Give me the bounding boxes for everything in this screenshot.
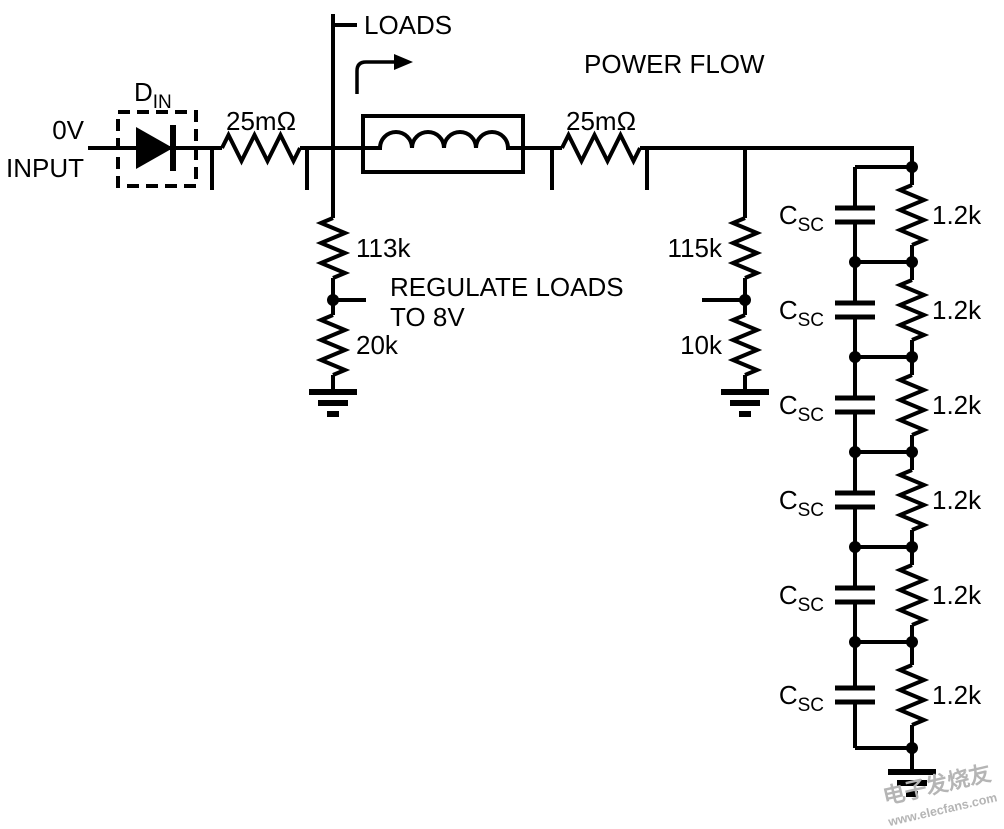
junction-dot <box>906 636 918 648</box>
supercap-ladder: CSC CSC CSC CSC CSC CSC 1.2k 1.2k 1.2k 1… <box>779 161 982 797</box>
resistor-icon <box>894 373 930 437</box>
ground-icon <box>888 769 936 797</box>
ground-icon <box>721 389 769 417</box>
ladder-resistor-value: 1.2k <box>932 390 982 420</box>
power-flow-label: POWER FLOW <box>584 49 765 79</box>
power-flow-arrow <box>355 60 396 94</box>
inductor-box <box>361 114 525 174</box>
input-label: INPUT <box>6 153 84 183</box>
junction-dot <box>906 541 918 553</box>
sense-resistor-1-value: 25mΩ <box>226 106 296 136</box>
capacitor-icon <box>835 490 875 510</box>
junction-dot <box>849 541 861 553</box>
cap-label: CSC <box>779 390 824 426</box>
divider1-bottom-value: 20k <box>356 330 399 360</box>
inductor-icon <box>363 130 523 150</box>
resistor-icon <box>315 313 351 377</box>
junction-dot <box>906 256 918 268</box>
capacitor-icon <box>835 205 875 225</box>
diode-dashed-box <box>116 110 198 188</box>
diode-icon <box>136 125 176 171</box>
resistor-icon <box>315 216 351 280</box>
ladder-resistor-value: 1.2k <box>932 295 982 325</box>
junction-dot <box>906 446 918 458</box>
junction-dot <box>849 636 861 648</box>
junction-dot <box>849 256 861 268</box>
input-voltage-label: 0V <box>52 115 84 145</box>
cap-label: CSC <box>779 295 824 331</box>
inductor <box>361 114 525 174</box>
cap-label: CSC <box>779 680 824 716</box>
ladder-resistor-value: 1.2k <box>932 680 982 710</box>
capacitor-icon <box>835 685 875 705</box>
cap-label: CSC <box>779 485 824 521</box>
capacitor-icon <box>835 300 875 320</box>
divider2-bottom-value: 10k <box>680 330 723 360</box>
junction-dot <box>849 446 861 458</box>
sense-resistor-1: 25mΩ <box>220 106 302 166</box>
ladder-resistor-value: 1.2k <box>932 200 982 230</box>
cap-label: CSC <box>779 580 824 616</box>
junction-dot <box>906 161 918 173</box>
resistor-icon <box>894 278 930 342</box>
regulate-label-line2: TO 8V <box>390 302 465 332</box>
sense-resistor-2: 25mΩ <box>560 106 642 166</box>
resistor-icon <box>727 216 763 280</box>
diode-label: DIN <box>134 77 172 113</box>
arrowhead-icon <box>394 54 413 70</box>
cap-label: CSC <box>779 200 824 236</box>
sense-stubs <box>210 148 649 190</box>
regulation-divider: 113k REGULATE LOADS TO 8V 20k <box>309 216 624 417</box>
divider2-top-value: 115k <box>668 233 723 263</box>
regulate-label-line1: REGULATE LOADS <box>390 272 624 302</box>
junction-dot <box>849 351 861 363</box>
input-diode: DIN <box>116 77 198 188</box>
resistor-icon <box>727 313 763 377</box>
capacitor-icon <box>835 585 875 605</box>
ladder-resistor-value: 1.2k <box>932 580 982 610</box>
resistor-icon <box>894 663 930 727</box>
output-divider: 115k 10k <box>668 148 769 417</box>
junction-dot <box>906 351 918 363</box>
loads-label: LOADS <box>364 10 452 40</box>
resistor-icon <box>894 563 930 627</box>
resistor-icon <box>894 468 930 532</box>
sense-resistor-2-value: 25mΩ <box>566 106 636 136</box>
resistor-icon <box>560 130 642 166</box>
loads-tap: LOADS <box>331 10 452 218</box>
ground-icon <box>309 389 357 417</box>
capacitor-icon <box>835 395 875 415</box>
resistor-icon <box>220 130 302 166</box>
divider1-top-value: 113k <box>356 233 411 263</box>
resistor-icon <box>894 183 930 247</box>
power-flow-annotation: POWER FLOW <box>355 49 765 94</box>
ladder-resistor-value: 1.2k <box>932 485 982 515</box>
